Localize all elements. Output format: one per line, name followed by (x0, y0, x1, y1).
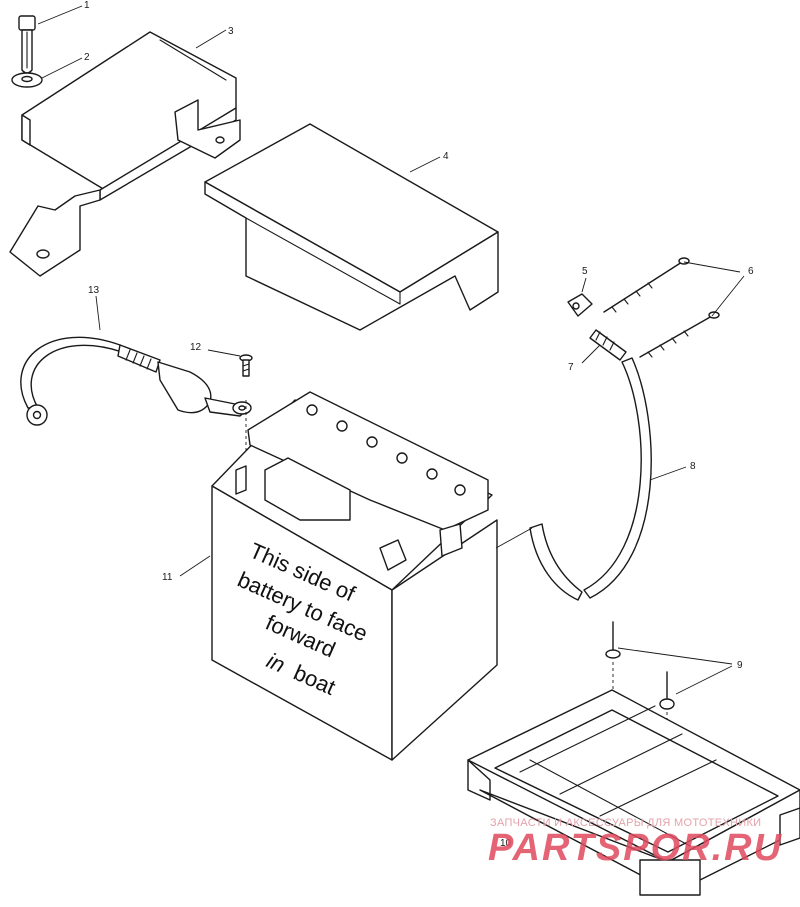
part-13-negative-cable (20, 336, 252, 426)
part-7-fitting (589, 329, 627, 361)
part-10-tray (467, 689, 800, 896)
callout-7: 7 (568, 362, 574, 373)
callout-11: 11 (162, 572, 173, 583)
part-5-terminal (567, 293, 593, 317)
part-11-battery: This side of battery to face forward in … (211, 391, 498, 761)
callout-1: 1 (84, 0, 90, 11)
watermark: ЗАПЧАСТИ И АКСЕССУАРЫ ДЛЯ МОТОТЕХНИКИ PA… (488, 817, 783, 869)
part-8-vent-hose (495, 357, 652, 601)
callout-12: 12 (190, 342, 202, 353)
part-1-bolt (18, 15, 36, 74)
callout-9: 9 (737, 660, 743, 671)
part-2-washer (11, 72, 43, 88)
callout-4: 4 (443, 151, 449, 162)
callout-8: 8 (690, 461, 696, 472)
callout-6: 6 (748, 266, 754, 277)
part-6-screws (603, 257, 720, 358)
callout-3: 3 (228, 26, 234, 37)
callout-numbers: 1 2 3 4 5 6 7 8 9 10 11 12 13 (84, 0, 754, 849)
watermark-logo: PARTSPOR.RU (488, 827, 783, 869)
watermark-tagline: ЗАПЧАСТИ И АКСЕССУАРЫ ДЛЯ МОТОТЕХНИКИ (490, 817, 761, 829)
part-3-bracket (9, 31, 241, 277)
callout-13: 13 (88, 285, 100, 296)
part-12-screw (239, 354, 253, 470)
leader-lines (37, 5, 745, 695)
callout-5: 5 (582, 266, 588, 277)
part-4-cover (204, 123, 499, 331)
callout-10: 10 (500, 838, 512, 849)
callout-2: 2 (84, 52, 90, 63)
